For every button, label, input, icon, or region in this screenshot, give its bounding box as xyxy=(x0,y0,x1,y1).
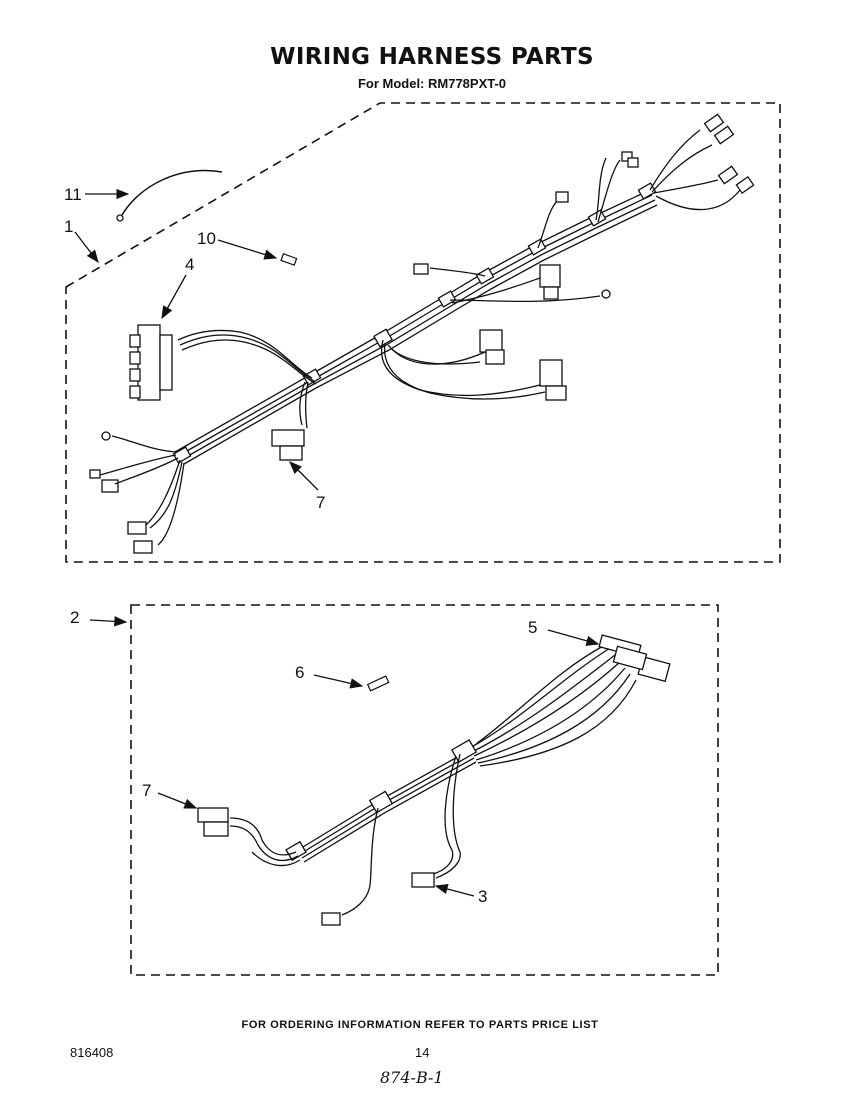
part-10-terminal xyxy=(280,253,298,266)
lower-assembly-boundary xyxy=(130,604,719,976)
lower-wiring-harness xyxy=(197,634,671,926)
handwritten-code: 874-B-1 xyxy=(380,1068,444,1087)
callout-11: 11 xyxy=(64,185,82,204)
ordering-note: FOR ORDERING INFORMATION REFER TO PARTS … xyxy=(241,1019,599,1031)
callout-2: 2 xyxy=(70,608,80,627)
main-wiring-harness xyxy=(89,113,755,554)
callout-6: 6 xyxy=(295,663,305,682)
part-11-jumper-wire xyxy=(121,169,223,216)
callout-3: 3 xyxy=(478,887,488,906)
part-6-terminal xyxy=(366,675,390,692)
page-number: 14 xyxy=(415,1045,430,1060)
callout-4: 4 xyxy=(185,255,195,274)
callout-7-upper: 7 xyxy=(316,493,326,512)
document-number: 816408 xyxy=(70,1045,114,1060)
callout-1: 1 xyxy=(64,217,74,236)
callout-7-lower: 7 xyxy=(142,781,152,800)
callout-10: 10 xyxy=(197,229,216,248)
model-subtitle: For Model: RM778PXT-0 xyxy=(357,76,507,91)
lower-leader-lines xyxy=(89,616,600,897)
page-title: WIRING HARNESS PARTS xyxy=(270,44,594,70)
upper-assembly-boundary xyxy=(65,102,781,563)
callout-5: 5 xyxy=(528,618,538,637)
upper-leader-lines xyxy=(74,188,319,491)
